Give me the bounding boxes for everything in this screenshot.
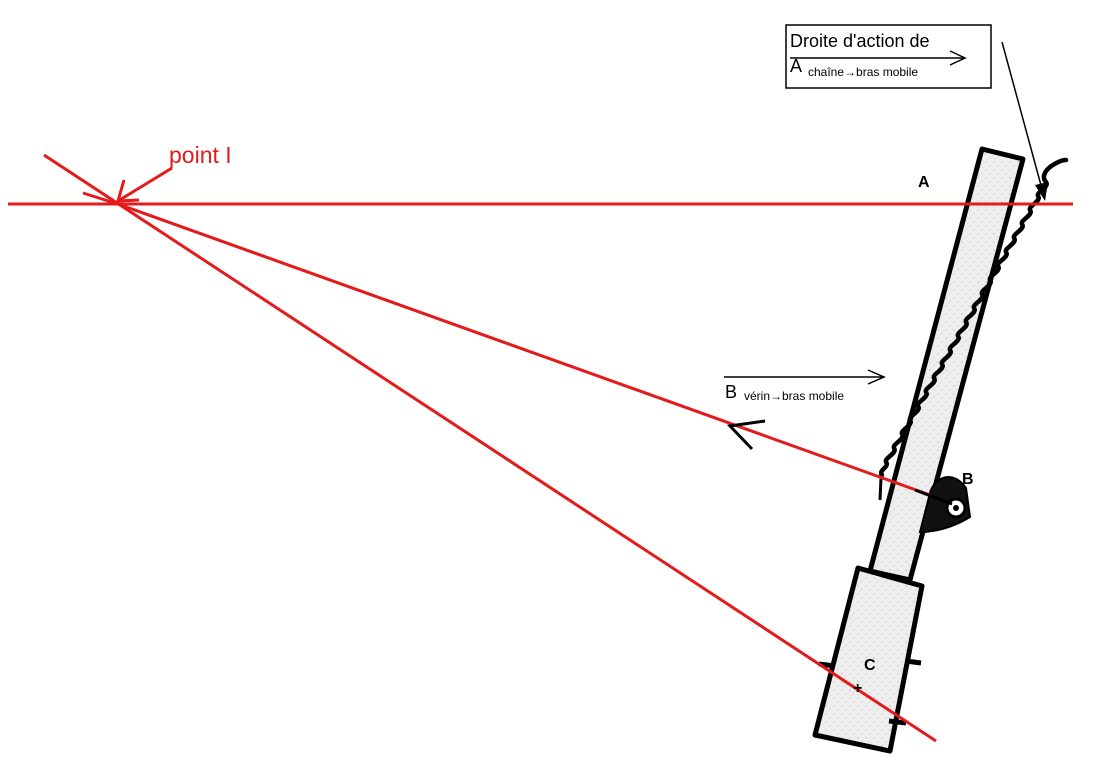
b-line-end <box>914 488 953 506</box>
arm-tab-right <box>905 658 922 666</box>
point-a-label: A <box>918 174 930 191</box>
action-line-c <box>43 153 937 743</box>
point-i-arrowhead <box>115 179 140 203</box>
vector-b-subscript: vérin→bras mobile <box>744 389 844 403</box>
mobile-arm <box>812 146 1026 754</box>
arm-upper-bar <box>867 146 1026 583</box>
callout-vector-subscript: chaîne→bras mobile <box>808 65 918 79</box>
chain-tail <box>878 477 883 501</box>
arm-tab-bottom <box>888 718 907 726</box>
cylinder-clevis-b <box>918 476 972 534</box>
callout-pointer <box>1001 41 1048 201</box>
point-i-arrow <box>117 166 173 203</box>
point-c-label: C <box>864 657 876 674</box>
callout-box-a: Droite d'action de A chaîne→bras mobile <box>785 24 992 89</box>
chain <box>878 157 1069 478</box>
point-i-tick <box>82 191 119 206</box>
action-line-b <box>117 202 931 497</box>
callout-title: Droite d'action de <box>790 31 930 51</box>
vector-b-label: B vérin→bras mobile <box>724 369 886 403</box>
b-direction-arrow <box>726 419 766 451</box>
lines-of-action <box>8 153 1073 743</box>
callout-vector-letter: A <box>790 56 802 76</box>
point-b-label: B <box>962 471 974 488</box>
arm-lower-block <box>812 565 925 754</box>
point-c-cross: + <box>853 680 862 697</box>
point-i-label: point I <box>169 142 232 168</box>
vector-b-letter: B <box>725 382 737 402</box>
